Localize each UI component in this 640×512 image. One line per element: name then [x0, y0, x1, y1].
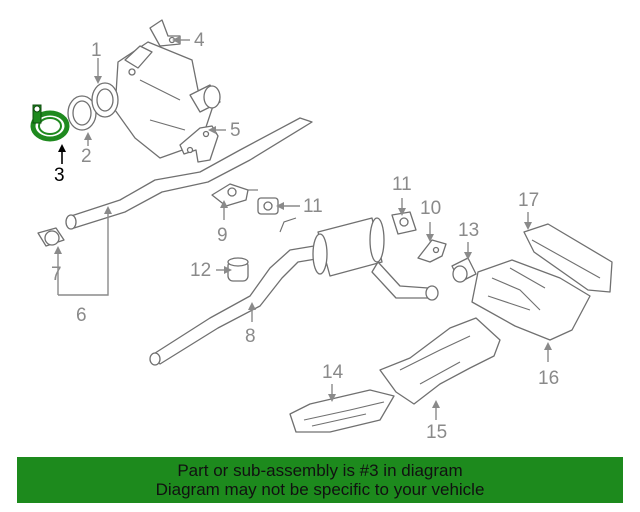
part-15-heat-shield[interactable]	[379, 317, 501, 405]
callout-4: 4	[194, 30, 205, 51]
part-4-bracket[interactable]	[149, 19, 181, 47]
info-banner: Part or sub-assembly is #3 in diagram Di…	[17, 457, 623, 503]
callout-6: 6	[76, 305, 87, 326]
part-8-muffler-pipe[interactable]	[149, 217, 439, 366]
callout-13: 13	[458, 220, 479, 241]
callout-9: 9	[217, 225, 228, 246]
part-10-bracket[interactable]	[417, 239, 447, 263]
part-9-hanger[interactable]	[211, 183, 258, 207]
callout-14: 14	[322, 362, 344, 383]
banner-line-1: Part or sub-assembly is #3 in diagram	[177, 461, 463, 480]
part-7-clamp[interactable]	[37, 227, 65, 247]
part-14-heat-shield[interactable]	[289, 389, 395, 433]
callout-3: 3	[54, 165, 65, 186]
callout-10: 10	[420, 198, 441, 219]
part-5-bracket[interactable]	[179, 125, 219, 163]
callout-2: 2	[81, 146, 92, 167]
callout-12: 12	[190, 260, 211, 281]
callout-15: 15	[426, 422, 447, 443]
part-11-mount-left[interactable]	[257, 197, 279, 215]
part-17-heat-shield[interactable]	[523, 223, 613, 293]
callout-5: 5	[230, 120, 241, 141]
part-3-clamp[interactable]	[30, 104, 70, 142]
leader-lines	[54, 36, 552, 420]
callout-17: 17	[518, 190, 539, 211]
part-12-bushing[interactable]	[227, 257, 249, 282]
part-6-front-pipe[interactable]	[65, 117, 313, 230]
callout-1: 1	[91, 40, 102, 61]
callout-8: 8	[245, 326, 256, 347]
callout-16: 16	[538, 368, 559, 389]
callout-11-right: 11	[392, 174, 412, 195]
callout-7: 7	[51, 264, 62, 285]
banner-line-2: Diagram may not be specific to your vehi…	[155, 480, 485, 499]
callout-11-left: 11	[303, 196, 323, 217]
part-11-mount-right[interactable]	[391, 211, 417, 235]
part-13-sleeve[interactable]	[451, 257, 477, 283]
part-16-heat-shield[interactable]	[471, 259, 591, 341]
